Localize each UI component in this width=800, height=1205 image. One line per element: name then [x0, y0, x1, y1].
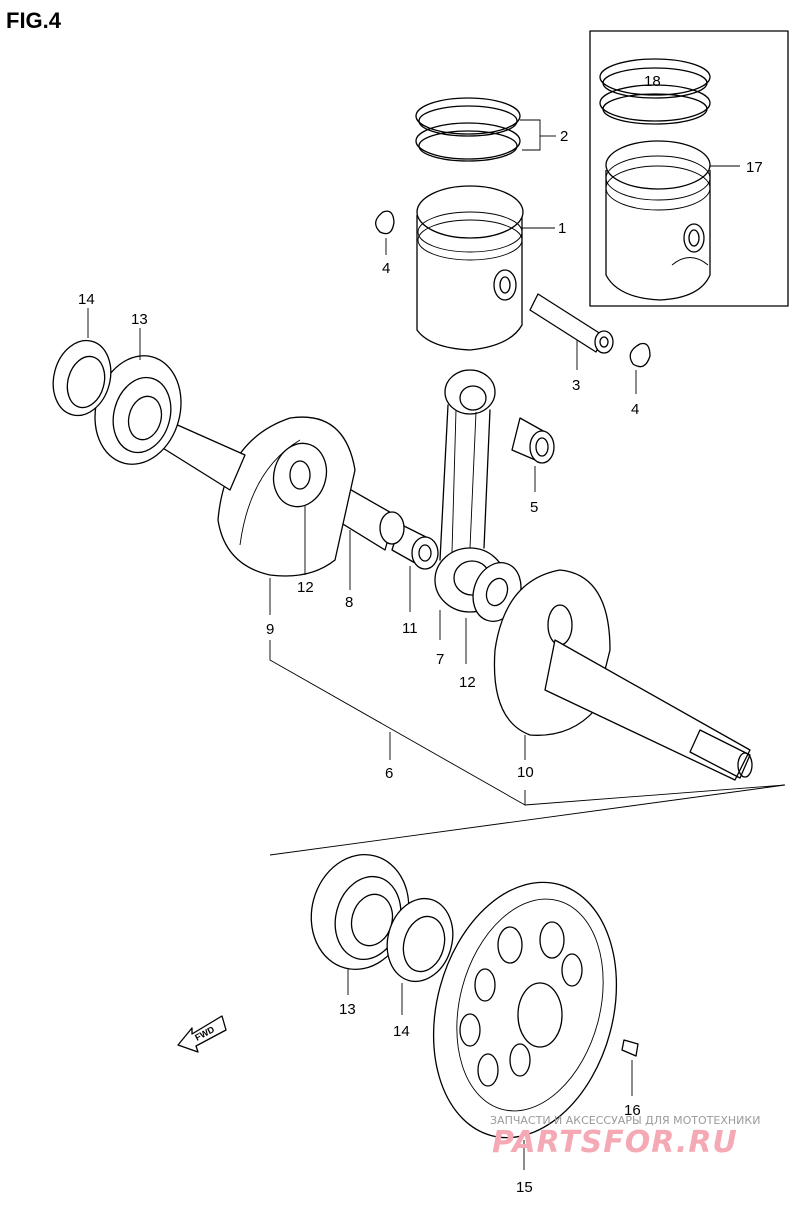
label-18: 18: [644, 73, 661, 90]
label-1: 1: [558, 220, 566, 237]
oil-seal-14-lower: [386, 897, 454, 1015]
circlip-4-right: [629, 342, 651, 394]
figure-title: FIG.4: [6, 8, 62, 33]
label-4-left: 4: [382, 260, 390, 277]
piston-17: [605, 140, 711, 301]
label-16: 16: [624, 1102, 641, 1119]
crank-assembly-bracket-6: [269, 640, 786, 856]
label-11: 11: [402, 620, 418, 637]
label-7: 7: [436, 651, 444, 668]
needle-bearing-5: [511, 417, 555, 492]
label-8: 8: [345, 594, 353, 611]
woodruff-key-16: [621, 1039, 639, 1096]
piston-rings-18: [599, 58, 711, 125]
label-2: 2: [560, 128, 568, 145]
label-12-left: 12: [297, 579, 314, 596]
label-15: 15: [516, 1179, 533, 1196]
oil-seal-14-left: [52, 308, 112, 417]
part-number-labels: 1 2 3 4 4 5 6 7 8 9 10 11 12 12 13 13 14…: [78, 73, 763, 1196]
kit-outline: [589, 30, 789, 307]
label-5: 5: [530, 499, 538, 516]
watermark-brand: PARTSFOR.RU: [492, 1125, 738, 1160]
crank-half-9: [217, 416, 356, 615]
label-6: 6: [385, 765, 393, 782]
label-13-top: 13: [131, 311, 148, 328]
piston-1: [416, 185, 555, 351]
watermark: ЗАПЧАСТИ И АКСЕССУАРЫ ДЛЯ МОТОТЕХНИКИ PA…: [490, 1114, 760, 1160]
label-17: 17: [746, 159, 763, 176]
piston-rings-2: [415, 97, 556, 162]
label-12-right: 12: [459, 674, 476, 691]
watermark-caption: ЗАПЧАСТИ И АКСЕССУАРЫ ДЛЯ МОТОТЕХНИКИ: [490, 1114, 760, 1127]
label-14-bottom: 14: [393, 1023, 410, 1040]
forward-arrow-icon: FWD: [177, 1015, 227, 1053]
label-9: 9: [266, 621, 274, 638]
piston-kit-box: [589, 30, 789, 307]
label-10: 10: [517, 764, 534, 781]
circlip-4-left: [375, 210, 395, 255]
primary-gear-15: [432, 881, 618, 1170]
label-3: 3: [572, 377, 580, 394]
label-4-right: 4: [631, 401, 639, 418]
piston-pin-3: [529, 293, 614, 370]
crank-half-10: [493, 569, 753, 781]
label-13-bottom: 13: [339, 1001, 356, 1018]
label-14-top: 14: [78, 291, 95, 308]
